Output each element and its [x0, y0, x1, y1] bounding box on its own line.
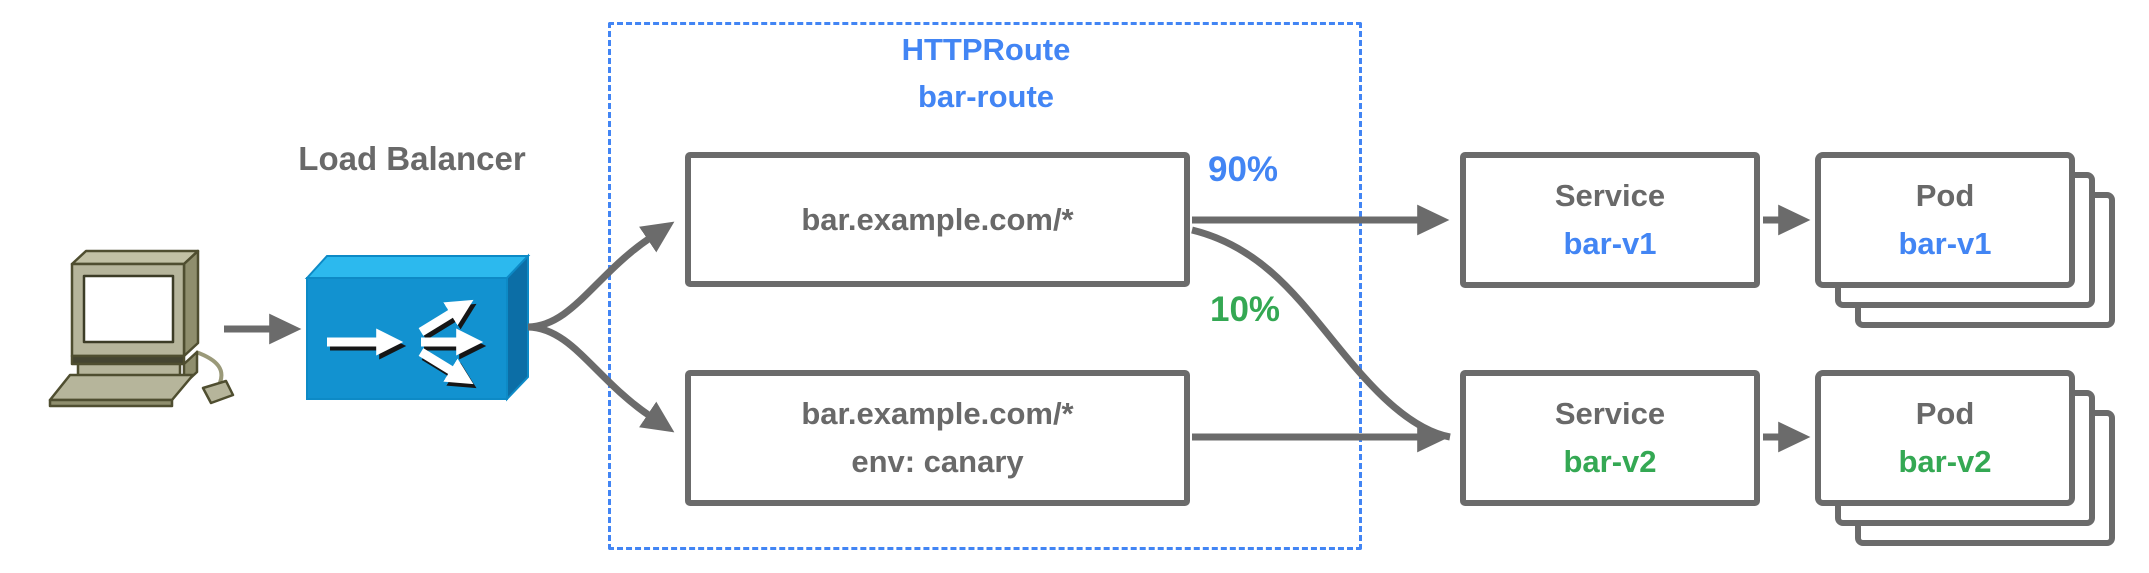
- arrow-lb-to-rule1: [527, 221, 675, 331]
- service-v1-name: bar-v1: [1563, 226, 1657, 261]
- pod-v1-type-label: Pod: [1915, 178, 1975, 213]
- route-rule-2-box: bar.example.com/* env: canary: [685, 370, 1190, 506]
- service-v2-type-label: Service: [1554, 396, 1666, 431]
- pod-v2-stack: Pod bar-v2: [1815, 370, 2115, 550]
- service-v2-name: bar-v2: [1563, 444, 1657, 479]
- pod-v1-stack: Pod bar-v1: [1815, 152, 2115, 332]
- service-v2-box: Service bar-v2: [1460, 370, 1760, 506]
- route-rule-2-match: bar.example.com/*: [801, 396, 1074, 431]
- load-balancer-label: Load Balancer: [298, 140, 526, 177]
- weight-10-label: 10%: [1210, 290, 1281, 329]
- httproute-kind-label: HTTPRoute: [901, 32, 1071, 67]
- pod-v1-box: Pod bar-v1: [1815, 152, 2075, 288]
- httproute-group-boundary: [608, 22, 1362, 550]
- load-balancer-icon: [304, 253, 531, 402]
- weight-90-label: 90%: [1208, 150, 1279, 189]
- pod-v2-box: Pod bar-v2: [1815, 370, 2075, 506]
- route-rule-2-header-match: env: canary: [851, 444, 1024, 479]
- service-v1-type-label: Service: [1554, 178, 1666, 213]
- route-rule-1-box: bar.example.com/*: [685, 152, 1190, 287]
- pod-v1-name: bar-v1: [1898, 226, 1992, 261]
- httproute-name-label: bar-route: [917, 79, 1055, 114]
- pod-v2-type-label: Pod: [1915, 396, 1975, 431]
- arrow-lb-to-rule2: [527, 323, 675, 433]
- httproute-group-title: HTTPRoute bar-route: [836, 26, 1136, 120]
- arrow-rule1-to-service-v2: [1191, 226, 1451, 441]
- route-rule-1-match: bar.example.com/*: [801, 201, 1074, 237]
- pod-v2-name: bar-v2: [1898, 444, 1992, 479]
- service-v1-box: Service bar-v1: [1460, 152, 1760, 288]
- desktop-computer-icon: [48, 249, 235, 408]
